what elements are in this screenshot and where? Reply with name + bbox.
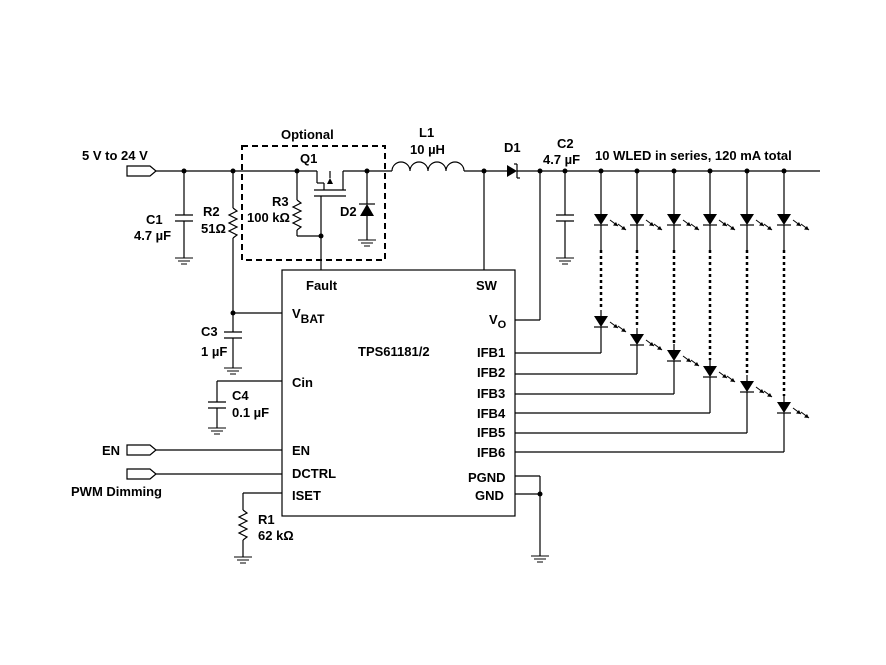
- capacitor-c1: [174, 171, 194, 265]
- led-string-2-top-led: [630, 214, 663, 231]
- led-string-label: 10 WLED in series, 120 mA total: [595, 148, 792, 163]
- pin-ifb5: IFB5: [477, 425, 505, 440]
- en-label: EN: [102, 443, 120, 458]
- d2-name: D2: [340, 204, 357, 219]
- pin-iset: ISET: [292, 488, 321, 503]
- r3-name: R3: [272, 194, 289, 209]
- pin-cin: Cin: [292, 375, 313, 390]
- led-string-4-top-led: [703, 214, 736, 231]
- pwm-connector: [126, 468, 282, 480]
- vin-label: 5 V to 24 V: [82, 148, 148, 163]
- pin-vbat: VBAT: [292, 306, 325, 326]
- c1-name: C1: [146, 212, 163, 227]
- pin-pgnd: PGND: [468, 470, 506, 485]
- resistor-r1: [233, 492, 282, 564]
- led-string-6-bottom-led: [777, 402, 810, 419]
- l1-name: L1: [419, 125, 434, 140]
- pin-en: EN: [292, 443, 310, 458]
- capacitor-c2: [555, 171, 575, 265]
- c4-name: C4: [232, 388, 249, 403]
- led-string-5-bottom-led: [740, 381, 773, 398]
- pin-ifb6: IFB6: [477, 445, 505, 460]
- c1-value: 4.7 µF: [134, 228, 171, 243]
- led-strings: [515, 168, 810, 453]
- d1-name: D1: [504, 140, 521, 155]
- ic-body: [281, 269, 516, 517]
- c3-name: C3: [201, 324, 218, 339]
- resistor-r3: [291, 171, 321, 237]
- mosfet-q1: [297, 170, 346, 270]
- en-connector: [126, 444, 282, 456]
- pin-vo: VO: [489, 312, 507, 331]
- led-string-1-bottom-led: [594, 316, 627, 333]
- pin-sw: SW: [476, 278, 498, 293]
- r1-value: 62 kΩ: [258, 528, 294, 543]
- vo-line: [515, 171, 541, 321]
- led-string-3-bottom-led: [667, 350, 700, 367]
- c4-value: 0.1 µF: [232, 405, 269, 420]
- r3-value: 100 kΩ: [247, 210, 290, 225]
- c3-value: 1 µF: [201, 344, 227, 359]
- optional-box: [241, 145, 386, 261]
- led-string-1-top-led: [594, 214, 627, 231]
- inductor-l1: [391, 161, 507, 270]
- ground-net: [515, 475, 550, 563]
- input-rail: [156, 168, 300, 174]
- pwm-label: PWM Dimming: [71, 484, 162, 499]
- l1-value: 10 µH: [410, 142, 445, 157]
- optional-label: Optional: [281, 127, 334, 142]
- led-string-4-bottom-led: [703, 366, 736, 383]
- pin-fault: Fault: [306, 278, 338, 293]
- r1-name: R1: [258, 512, 275, 527]
- pin-ifb3: IFB3: [477, 386, 505, 401]
- vbat-net: [223, 312, 282, 375]
- diode-d2: [343, 168, 392, 247]
- pin-dctrl: DCTRL: [292, 466, 336, 481]
- pin-gnd: GND: [475, 488, 504, 503]
- led-string-3-top-led: [667, 214, 700, 231]
- c2-value: 4.7 µF: [543, 152, 580, 167]
- r2-value: 51Ω: [201, 221, 226, 236]
- led-string-6-top-led: [777, 214, 810, 231]
- pin-ifb1: IFB1: [477, 345, 505, 360]
- led-string-5-top-led: [740, 214, 773, 231]
- vin-connector: [126, 165, 157, 177]
- ic-part-number: TPS61181/2: [358, 344, 430, 359]
- diode-d1: [507, 163, 820, 179]
- c2-name: C2: [557, 136, 574, 151]
- capacitor-c4: [207, 380, 282, 435]
- led-string-2-bottom-led: [630, 334, 663, 351]
- resistor-r2: [227, 171, 239, 316]
- q1-name: Q1: [300, 151, 317, 166]
- r2-name: R2: [203, 204, 220, 219]
- pin-ifb4: IFB4: [477, 406, 506, 421]
- pin-ifb2: IFB2: [477, 365, 505, 380]
